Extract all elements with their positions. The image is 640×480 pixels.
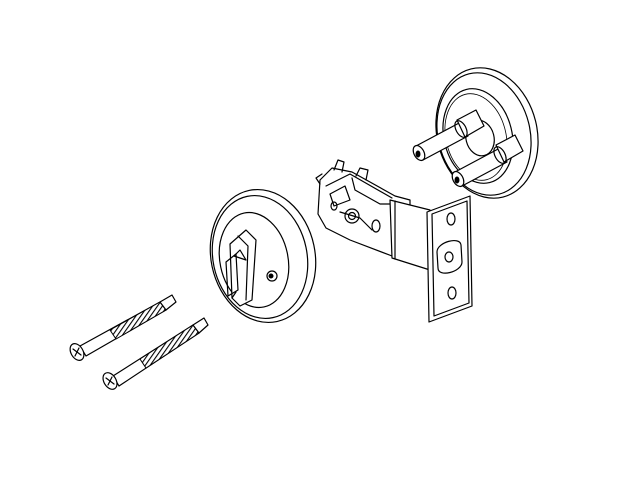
thumbturn-icon [225,229,257,307]
lower-post [451,134,524,188]
mounting-screw-2 [102,317,209,390]
latch-bolt-assembly [315,159,473,323]
mounting-screw-1 [69,294,177,361]
thumbturn-rose [209,188,317,324]
upper-post [412,109,485,162]
exterior-rose-with-posts [412,67,539,199]
